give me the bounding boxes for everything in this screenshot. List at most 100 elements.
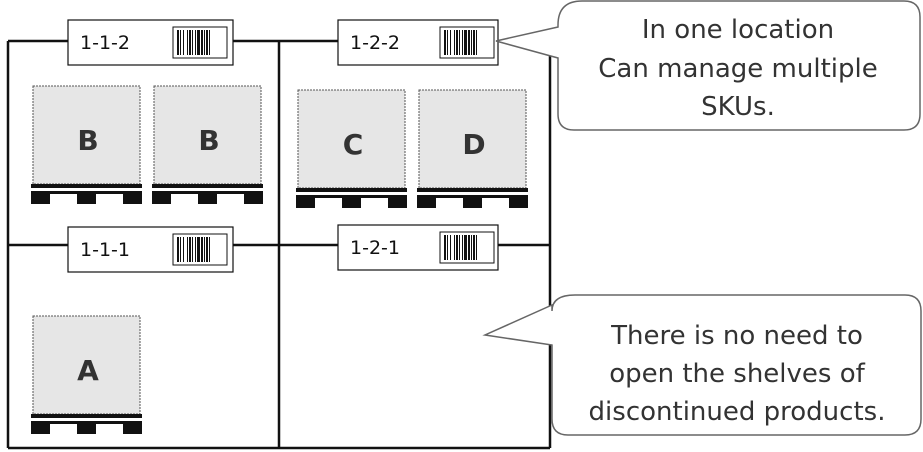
pallet-block [31,194,50,204]
barcode-bar [192,237,193,262]
pallet-top-board [417,188,528,192]
barcode-bar [183,30,184,55]
barcode-bar [187,237,188,262]
pallet-block [198,194,217,204]
barcode-bar [209,30,210,55]
location-id-text: 1-1-2 [80,32,130,54]
callout-line: Can manage multiple [598,54,877,84]
pallet-top-board [31,184,142,188]
barcode-bar [180,237,181,262]
sku-letter: B [198,124,219,157]
barcode-bar [189,30,191,55]
barcode-bar [444,30,446,55]
pallet-top-board [31,414,142,418]
location-label-1-1-2: 1-1-2 [67,19,234,66]
barcode-bar [189,237,191,262]
pallet-box-b-right: B [152,85,263,204]
box [297,89,406,189]
barcode-bar [204,237,205,262]
pallet-box-a: A [31,315,142,434]
pallet-block [77,194,96,204]
location-id-text: 1-2-1 [350,237,400,259]
pallet-block [509,198,528,208]
callout-bubble [495,0,921,131]
barcode-bar [464,30,467,55]
barcode-bar [473,235,475,260]
pallet-mid-board [417,195,528,198]
callout-line: discontinued products. [589,397,886,427]
pallet-block [388,198,407,208]
callout-line: In one location [642,15,834,45]
pallet-block [152,194,171,204]
barcode-bar [192,30,193,55]
pallet-mid-board [152,191,263,194]
callout-line: SKUs. [701,92,775,122]
pallet-block [123,194,142,204]
barcode-bar [206,237,208,262]
barcode-bar [462,235,463,260]
barcode-bar [201,30,203,55]
pallet-block [463,198,482,208]
pallet-block [123,424,142,434]
barcode-bar [476,235,477,260]
pallet-block [244,194,263,204]
barcode-bar [180,30,181,55]
barcode-bar [447,30,448,55]
barcode-bar [471,30,472,55]
barcode-bar [450,30,451,55]
barcode-icon [439,231,495,264]
barcode-bar [456,235,458,260]
location-label-1-1-1: 1-1-1 [67,226,234,273]
barcode-icon [439,26,495,59]
sku-letter: B [77,124,98,157]
pallet-block [417,198,436,208]
location-id-text: 1-1-1 [80,239,130,261]
barcode-bar [206,30,208,55]
box [418,89,527,189]
sku-letter: A [77,354,99,387]
pallet-box-b-left: B [31,85,142,204]
barcode-bar [444,235,446,260]
pallet-mid-board [31,421,142,424]
barcode-bar [195,237,196,262]
barcode-icon [172,26,228,59]
pallet-mid-board [31,191,142,194]
barcode-bar [195,30,196,55]
pallet-block [31,424,50,434]
barcode-bar [462,30,463,55]
barcode-bar [197,30,200,55]
barcode-bar [464,235,467,260]
sku-letter: D [462,128,485,161]
location-label-1-2-2: 1-2-2 [337,19,499,66]
barcode-bar [454,235,455,260]
pallet-top-board [296,188,407,192]
box [32,85,141,185]
barcode-bar [183,237,184,262]
pallet-top-board [152,184,263,188]
box [153,85,262,185]
barcode-bar [459,235,460,260]
barcode-bar [476,30,477,55]
callout-line: There is no need to [610,321,863,351]
barcode-bar [471,235,472,260]
barcode-bar [177,30,179,55]
barcode-icon [172,233,228,266]
barcode-bar [447,235,448,260]
sku-letter: C [343,128,364,161]
barcode-bar [450,235,451,260]
callout-multiple-skus: In one location Can manage multiple SKUs… [495,0,921,131]
barcode-bar [204,30,205,55]
pallet-block [342,198,361,208]
pallet-block [77,424,96,434]
barcode-bar [468,235,470,260]
barcode-bar [456,30,458,55]
barcode-bar [468,30,470,55]
callout-bubble [482,294,922,436]
pallet-block [296,198,315,208]
barcode-bar [454,30,455,55]
barcode-bar [177,237,179,262]
location-id-text: 1-2-2 [350,32,400,54]
callout-discontinued-products: There is no need to open the shelves of … [482,294,922,436]
box [32,315,141,415]
